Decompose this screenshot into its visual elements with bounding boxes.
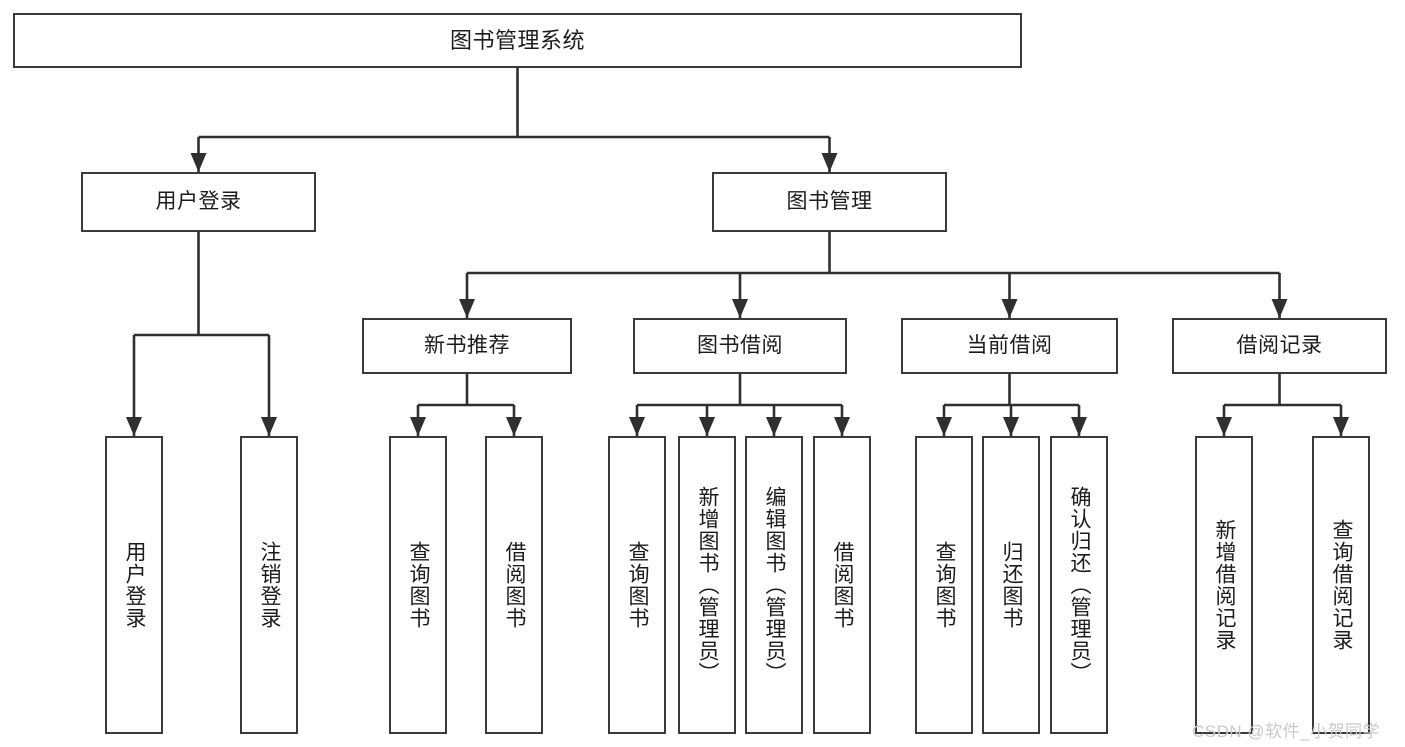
node-label: 借阅记录 [1236, 333, 1323, 357]
arrow-head-leaf-bor-1 [629, 417, 645, 436]
node-records[interactable]: 借阅记录 [1172, 318, 1387, 374]
node-label: 查询图书 [406, 541, 430, 629]
node-label: 确认归还（管理员） [1067, 486, 1091, 684]
arrow-head-leaf-cur-2 [1003, 417, 1019, 436]
node-label: 当前借阅 [966, 333, 1053, 357]
node-label: 编辑图书（管理员） [762, 486, 786, 684]
node-leaf-rec-1[interactable]: 新增借阅记录 [1195, 436, 1253, 734]
node-leaf-login-2[interactable]: 注销登录 [240, 436, 298, 734]
arrow-head-login [190, 153, 207, 172]
arrow-head-leaf-bor-3 [766, 417, 782, 436]
node-leaf-new-1[interactable]: 查询图书 [389, 436, 447, 734]
node-root[interactable]: 图书管理系统 [13, 13, 1022, 68]
node-label: 用户登录 [122, 541, 146, 629]
node-label: 借阅图书 [830, 541, 854, 629]
arrow-head-bookmgmt [821, 153, 838, 172]
node-leaf-login-1[interactable]: 用户登录 [105, 436, 163, 734]
arrow-head-leaf-cur-1 [936, 417, 952, 436]
node-leaf-bor-2[interactable]: 新增图书（管理员） [678, 436, 736, 734]
arrow-head-leaf-bor-4 [834, 417, 850, 436]
node-bookmgmt[interactable]: 图书管理 [712, 172, 947, 232]
node-leaf-new-2[interactable]: 借阅图书 [485, 436, 543, 734]
arrow-head-current [1001, 299, 1018, 318]
node-label: 图书管理 [786, 189, 873, 213]
node-label: 新增借阅记录 [1212, 519, 1236, 651]
node-current[interactable]: 当前借阅 [901, 318, 1118, 374]
node-label: 图书管理系统 [449, 27, 585, 53]
arrow-head-leaf-rec-1 [1216, 417, 1232, 436]
node-label: 查询图书 [932, 541, 956, 629]
node-label: 借阅图书 [502, 541, 526, 629]
node-leaf-rec-2[interactable]: 查询借阅记录 [1312, 436, 1370, 734]
arrow-head-newbook [459, 299, 475, 318]
arrow-head-leaf-new-2 [506, 417, 522, 436]
node-leaf-bor-3[interactable]: 编辑图书（管理员） [745, 436, 803, 734]
node-login[interactable]: 用户登录 [81, 172, 316, 232]
node-leaf-cur-1[interactable]: 查询图书 [915, 436, 973, 734]
arrow-head-leaf-new-1 [410, 417, 426, 436]
node-label: 查询借阅记录 [1329, 519, 1353, 651]
arrow-head-leaf-cur-3 [1071, 417, 1087, 436]
arrow-head-leaf-login-2 [261, 417, 277, 436]
node-newbook[interactable]: 新书推荐 [362, 318, 572, 374]
node-leaf-bor-1[interactable]: 查询图书 [608, 436, 666, 734]
arrow-head-leaf-bor-2 [699, 417, 715, 436]
node-label: 图书借阅 [697, 333, 783, 357]
node-label: 归还图书 [999, 541, 1023, 629]
arrow-head-borrow [732, 299, 748, 318]
watermark: CSDN @软件_小贺同学 [1192, 722, 1381, 741]
node-label: 新增图书（管理员） [695, 486, 719, 684]
node-leaf-cur-3[interactable]: 确认归还（管理员） [1050, 436, 1108, 734]
arrow-head-leaf-rec-2 [1333, 417, 1349, 436]
node-leaf-bor-4[interactable]: 借阅图书 [813, 436, 871, 734]
node-label: 用户登录 [155, 189, 242, 213]
arrow-head-leaf-login-1 [126, 417, 142, 436]
node-leaf-cur-2[interactable]: 归还图书 [982, 436, 1040, 734]
node-label: 查询图书 [625, 541, 649, 629]
arrow-head-records [1271, 299, 1288, 318]
node-borrow[interactable]: 图书借阅 [633, 318, 847, 374]
node-label: 新书推荐 [424, 333, 510, 357]
node-label: 注销登录 [257, 541, 281, 629]
